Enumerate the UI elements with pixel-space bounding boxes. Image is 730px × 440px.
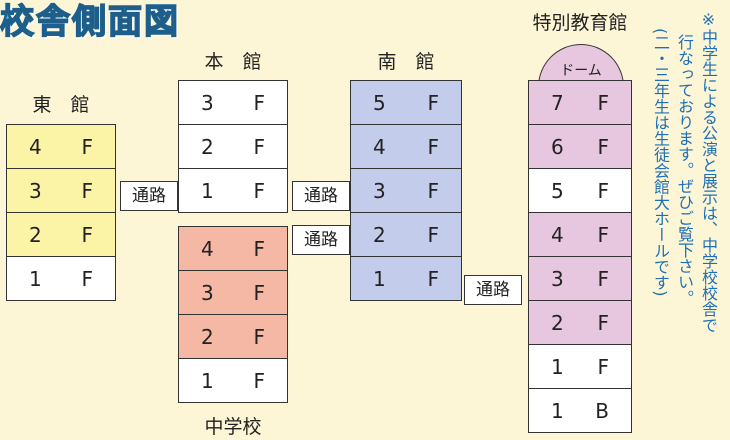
floor-unit: F [597,178,609,203]
passage-east-main: 通路 [120,181,178,211]
floor-number: 2 [201,134,214,159]
floor-unit: F [253,236,265,261]
passage-main-south: 通路 [292,181,350,211]
floor-number: 7 [551,90,564,115]
floor-number: 4 [551,222,564,247]
floor-unit: F [427,266,439,291]
floor-number: 3 [373,178,386,203]
floor-unit: F [81,266,93,291]
floor-unit: F [427,90,439,115]
floor-unit: B [595,398,609,423]
floor-number: 3 [201,90,214,115]
south-building-label: 南 館 [377,51,435,73]
floor-number: 1 [551,354,564,379]
floor-unit: F [597,90,609,115]
floor-number: 1 [201,368,214,393]
floor-unit: F [81,178,93,203]
passage-junior-south: 通路 [292,225,350,255]
floor-number: 1 [29,266,42,291]
floor-unit: F [81,222,93,247]
floor-unit: F [427,178,439,203]
floor-unit: F [253,178,265,203]
floor-number: 1 [551,398,564,423]
passage-south-special: 通路 [464,275,522,305]
floor-number: 3 [29,178,42,203]
floor-unit: F [253,368,265,393]
floor-number: 5 [551,178,564,203]
floor-number: 1 [373,266,386,291]
floor-number: 2 [551,310,564,335]
floor-number: 6 [551,134,564,159]
floor-number: 2 [373,222,386,247]
floor-unit: F [81,134,93,159]
floor-number: 3 [201,280,214,305]
floor-unit: F [597,266,609,291]
east-building-label: 東 館 [32,94,90,116]
floor-number: 5 [373,90,386,115]
floor-unit: F [253,90,265,115]
floor-unit: F [253,324,265,349]
floor-unit: F [597,222,609,247]
junior-building-label: 中学校 [204,416,262,438]
floor-number: 4 [29,134,42,159]
floor-number: 4 [373,134,386,159]
floor-unit: F [597,354,609,379]
floor-number: 1 [201,178,214,203]
floor-unit: F [597,134,609,159]
note-line-3: (二・三年生は生徒会館大ホールです) [651,28,670,297]
floor-number: 3 [551,266,564,291]
note-line-2: 行なっております。ぜひご覧下さい。 [675,34,694,306]
page-title: 校舎側面図 [0,1,180,43]
floor-number: 4 [201,236,214,261]
floor-unit: F [253,280,265,305]
floor-number: 2 [29,222,42,247]
main-building-label: 本 館 [204,51,262,73]
special-building-label: 特別教育館 [532,12,628,34]
floor-unit: F [427,222,439,247]
floor-unit: F [427,134,439,159]
note-line-1: ※中学生による公演と展示は、中学校校舎で [699,10,718,333]
floor-unit: F [253,134,265,159]
floor-number: 2 [201,324,214,349]
floor-unit: F [597,310,609,335]
